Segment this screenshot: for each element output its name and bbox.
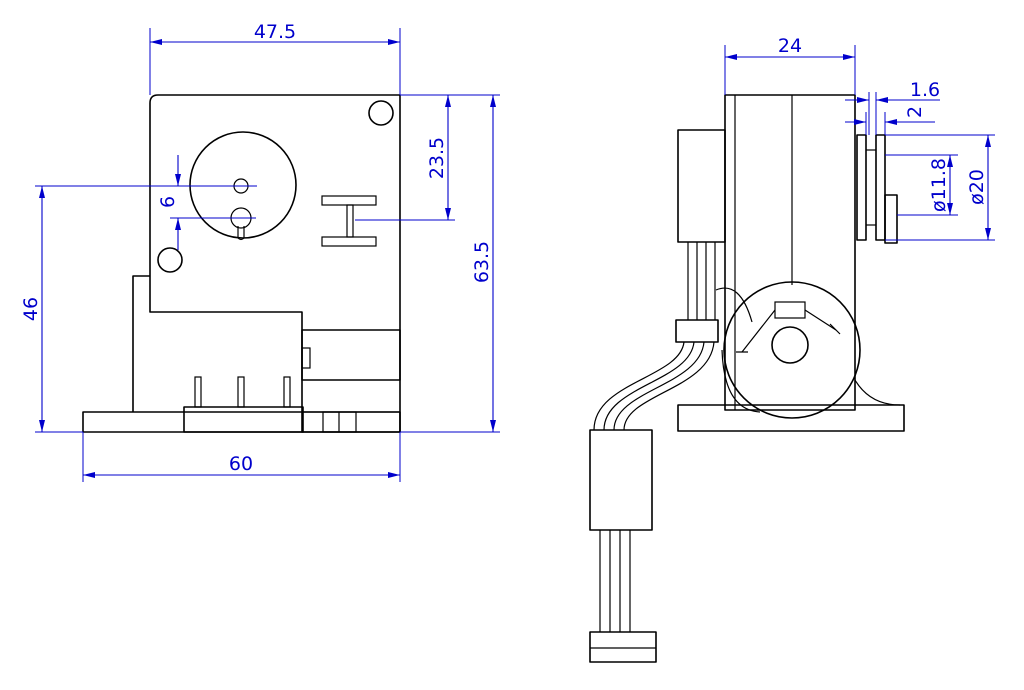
connector-pin [237,376,245,408]
dim-hole-spacing: 6 [157,196,179,208]
front-motor-tab [301,347,311,369]
side-left-bracket [677,129,726,243]
side-disc-1 [856,134,867,241]
front-motor-housing [301,329,401,381]
side-motor-block [774,301,806,319]
front-connector-block [183,406,304,433]
dim-disc-thickness: 1.6 [910,79,940,101]
dim-disc-spacing: 2 [904,106,926,118]
front-view: 47.5 63.5 23.5 46 6 60 [20,21,500,482]
connector-pin [194,376,202,408]
side-motor-outer [723,281,861,419]
mounting-hole [157,247,183,273]
dim-disc-diameter: ø20 [966,169,988,205]
side-motor-shaft [771,326,809,364]
dim-front-width: 47.5 [254,21,296,43]
front-side-flange [132,275,150,412]
connector-pin [283,376,291,408]
side-disc-2 [875,134,886,241]
spool-shape [321,195,377,247]
dim-lower-height: 46 [20,297,42,321]
front-disc [189,131,297,239]
front-main-plate [149,94,401,433]
front-base-plate [82,411,401,433]
dim-front-height: 63.5 [471,241,493,283]
wire-end-connector [589,631,657,663]
wire-clamp [675,319,719,343]
side-main-body [724,94,856,411]
wire-connector-sleeve [589,429,653,531]
dim-base-width: 60 [229,453,253,475]
dim-side-depth: 24 [778,35,802,57]
side-hub [884,194,898,244]
dim-hub-diameter: ø11.8 [928,158,950,212]
side-base-plate [677,404,905,432]
side-view: 24 1.6 2 ø11.8 ø20 [589,35,995,663]
mounting-hole [368,100,394,126]
dim-upper-offset: 23.5 [426,137,448,179]
